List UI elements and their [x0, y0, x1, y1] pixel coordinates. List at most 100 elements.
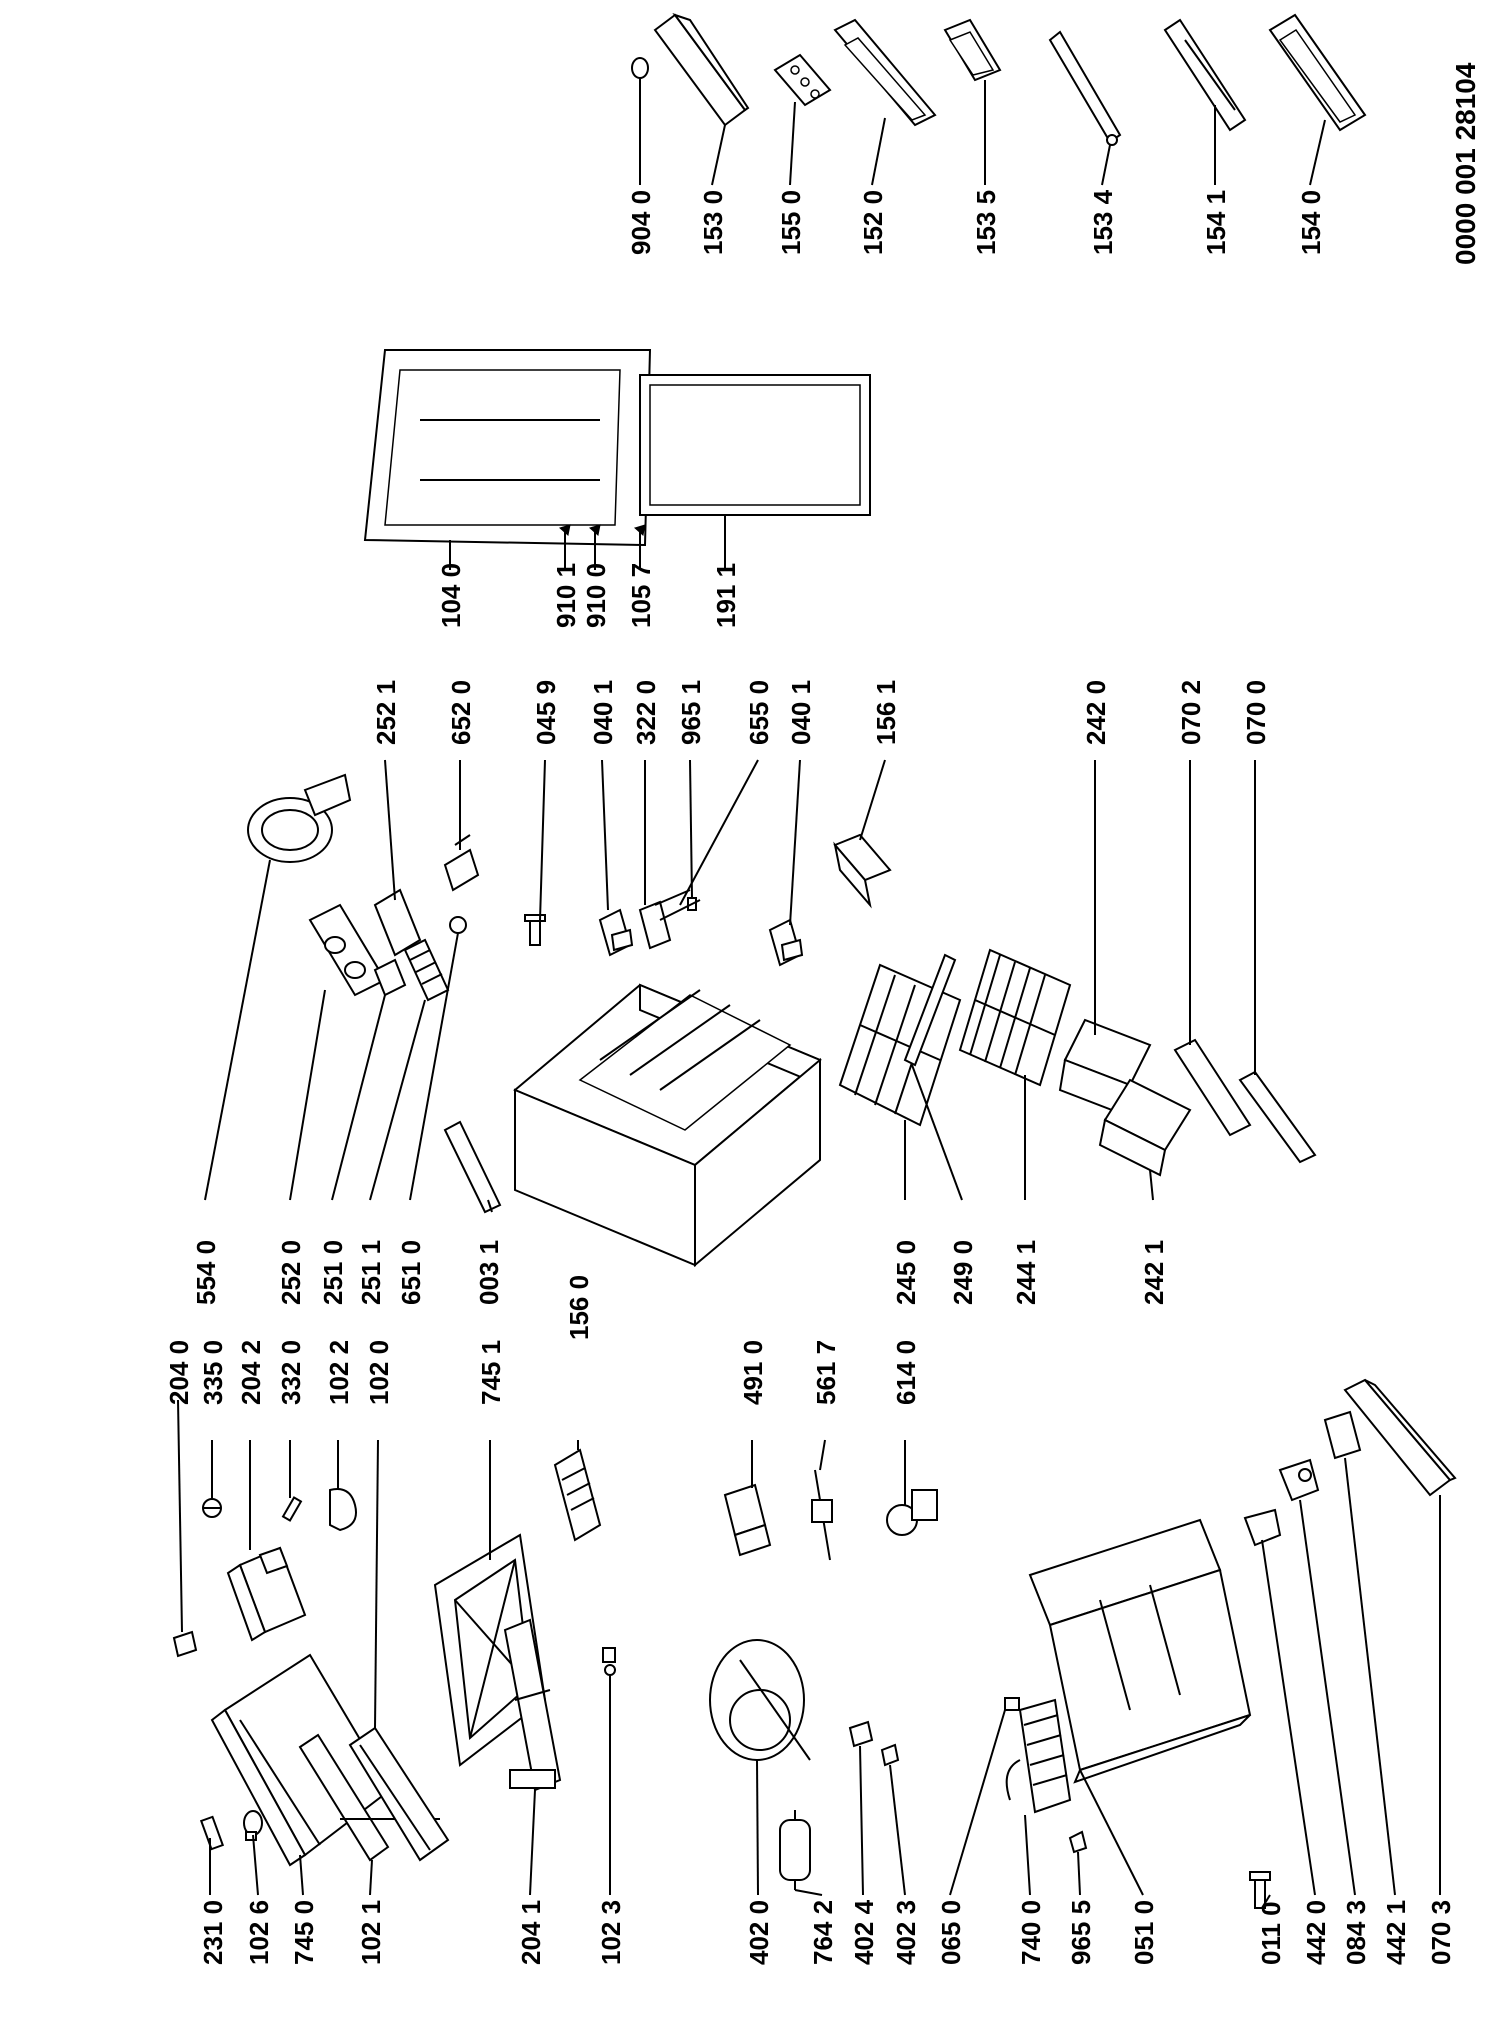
label-156-1: 156 1	[871, 680, 901, 745]
part-102-1	[298, 1733, 390, 1862]
part-070-0	[1238, 1070, 1317, 1164]
part-040-1-top	[598, 908, 634, 957]
label-191-1: 191 1	[711, 563, 741, 628]
label-204-0: 204 0	[164, 1340, 194, 1405]
label-070-2: 070 2	[1176, 680, 1206, 745]
label-065-0: 065 0	[936, 1900, 966, 1965]
part-003-1	[443, 1120, 502, 1214]
label-102-3: 102 3	[596, 1900, 626, 1965]
part-153-5	[943, 18, 1002, 82]
part-number-labels: 231 0 102 6 745 0 102 1 204 1 102 3 402 …	[164, 62, 1481, 1965]
part-154-0	[1268, 13, 1367, 132]
label-070-0: 070 0	[1241, 680, 1271, 745]
label-102-1: 102 1	[356, 1900, 386, 1965]
part-652-0	[443, 834, 480, 892]
leader-lines	[177, 78, 1441, 1909]
label-652-0: 652 0	[446, 680, 476, 745]
part-cabinet	[513, 983, 822, 1268]
part-442-1	[1323, 1410, 1362, 1460]
label-102-6: 102 6	[244, 1900, 274, 1965]
part-156-0	[553, 1448, 602, 1542]
label-084-3: 084 3	[1341, 1900, 1371, 1965]
label-156-0: 156 0	[564, 1275, 594, 1340]
part-231-0	[199, 1815, 225, 1851]
label-561-7: 561 7	[811, 1340, 841, 1405]
part-154-1	[1163, 18, 1247, 132]
label-011-0: 011 0	[1256, 1901, 1286, 1965]
part-402-4	[848, 1720, 874, 1748]
label-910-0: 910 0	[581, 563, 611, 628]
label-764-2: 764 2	[808, 1900, 838, 1965]
label-153-5: 153 5	[971, 190, 1001, 255]
part-204-2	[226, 1546, 307, 1642]
part-011-0	[1249, 1871, 1271, 1909]
label-442-1: 442 1	[1381, 1900, 1411, 1965]
part-740-0-condenser	[1005, 1698, 1072, 1814]
part-155-0	[773, 53, 832, 107]
part-442-0	[1243, 1508, 1282, 1547]
part-904-0	[631, 57, 649, 79]
label-655-0: 655 0	[744, 680, 774, 745]
part-554-0	[247, 773, 352, 863]
label-402-3: 402 3	[891, 1900, 921, 1965]
label-102-2: 102 2	[324, 1340, 354, 1405]
part-191-1	[639, 374, 871, 516]
label-242-0: 242 0	[1081, 680, 1111, 745]
label-745-1: 745 1	[476, 1340, 506, 1405]
label-154-1: 154 1	[1201, 190, 1231, 255]
label-045-9: 045 9	[531, 680, 561, 745]
part-153-0	[653, 13, 750, 127]
part-242-1	[1098, 1078, 1192, 1177]
label-249-0: 249 0	[948, 1240, 978, 1305]
label-040-1-lower: 040 1	[786, 680, 816, 745]
label-251-1: 251 1	[356, 1240, 386, 1305]
part-249-0	[903, 953, 957, 1067]
label-965-1: 965 1	[676, 680, 706, 745]
label-204-1: 204 1	[516, 1900, 546, 1965]
label-153-4: 153 4	[1088, 189, 1118, 255]
label-252-1: 252 1	[371, 680, 401, 745]
part-051-0-base	[1028, 1518, 1252, 1784]
label-335-0: 335 0	[198, 1340, 228, 1405]
label-102-0: 102 0	[364, 1340, 394, 1405]
label-251-0: 251 0	[318, 1240, 348, 1305]
part-204-0	[172, 1630, 198, 1658]
part-152-0	[833, 18, 937, 127]
label-614-0: 614 0	[891, 1340, 921, 1405]
label-040-1: 040 1	[588, 680, 618, 745]
part-153-4	[1048, 30, 1122, 146]
label-154-0: 154 0	[1296, 190, 1326, 255]
label-322-0: 322 0	[631, 680, 661, 745]
label-003-1: 003 1	[474, 1240, 504, 1305]
part-332-0	[281, 1496, 303, 1522]
label-242-1: 242 1	[1139, 1240, 1169, 1305]
label-745-0: 745 0	[289, 1900, 319, 1965]
part-070-2	[1173, 1038, 1252, 1137]
part-402-3	[880, 1743, 900, 1767]
part-614-0	[886, 1489, 938, 1536]
label-554-0: 554 0	[191, 1240, 221, 1305]
label-153-0: 153 0	[698, 190, 728, 255]
part-102-3	[602, 1647, 616, 1676]
part-491-0	[723, 1483, 772, 1557]
part-745-1	[433, 1533, 547, 1767]
part-335-0	[202, 1498, 222, 1518]
part-655-0	[659, 899, 701, 921]
part-764-2	[779, 1810, 811, 1890]
label-204-2: 204 2	[236, 1340, 266, 1405]
part-252-1	[373, 888, 422, 957]
label-442-0: 442 0	[1301, 1900, 1331, 1965]
label-105-7: 105 7	[626, 563, 656, 628]
label-245-0: 245 0	[891, 1240, 921, 1305]
part-156-1	[833, 833, 892, 909]
label-244-1: 244 1	[1011, 1240, 1041, 1305]
part-045-9	[524, 914, 546, 946]
part-102-2	[329, 1488, 357, 1532]
label-070-3: 070 3	[1426, 1900, 1456, 1965]
part-322-0	[638, 889, 691, 950]
label-402-0: 402 0	[744, 1900, 774, 1965]
part-204-1	[503, 1618, 562, 1792]
part-084-3	[1278, 1458, 1320, 1502]
label-402-4: 402 4	[849, 1899, 879, 1965]
